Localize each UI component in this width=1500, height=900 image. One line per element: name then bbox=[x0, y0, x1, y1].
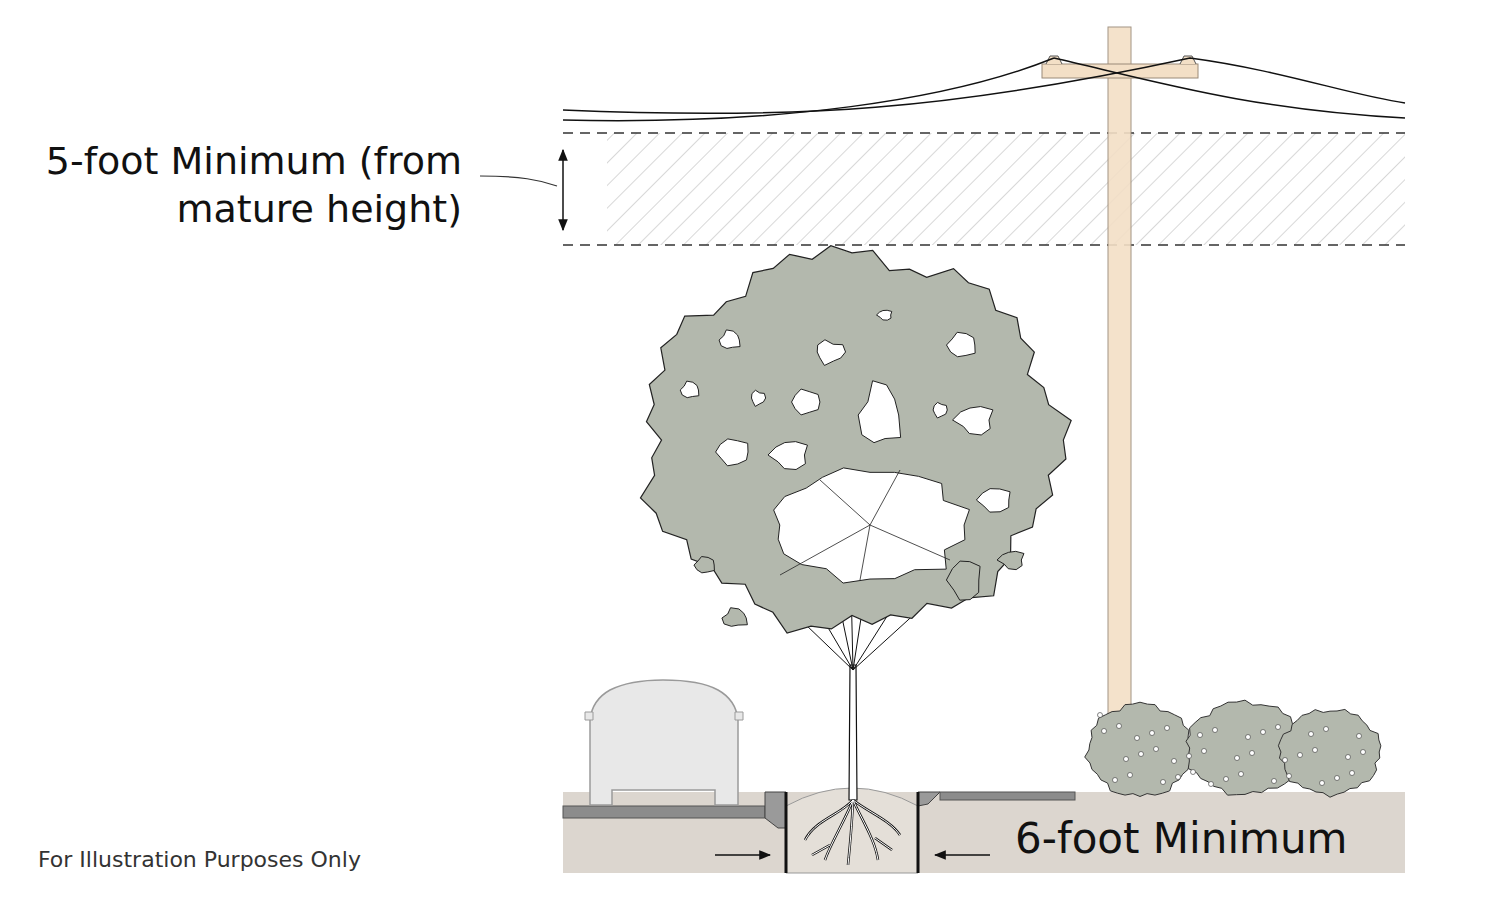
shrub-texture bbox=[1135, 736, 1140, 741]
crossarm bbox=[1042, 64, 1198, 78]
car bbox=[590, 680, 738, 805]
branch bbox=[870, 470, 900, 525]
canopy-hole bbox=[976, 489, 1010, 512]
shrub-texture bbox=[1287, 774, 1292, 779]
shrub-texture bbox=[1139, 752, 1144, 757]
car-mirror bbox=[585, 712, 743, 720]
shrub-texture bbox=[1176, 775, 1181, 780]
canopy-outline bbox=[640, 246, 1071, 633]
shrub bbox=[1278, 709, 1380, 797]
branch bbox=[870, 525, 950, 560]
shrub-texture bbox=[1113, 778, 1118, 783]
shrub-texture bbox=[1261, 730, 1266, 735]
leaf-cluster bbox=[997, 551, 1024, 569]
shrub-texture bbox=[1128, 773, 1133, 778]
soil-mound bbox=[786, 788, 918, 873]
shrub-texture bbox=[1209, 782, 1214, 787]
shrub-texture bbox=[1161, 780, 1166, 785]
shrub-texture bbox=[1191, 770, 1196, 775]
shrub-texture bbox=[1239, 772, 1244, 777]
leaf-cluster bbox=[694, 557, 714, 573]
planting-strip-edge bbox=[917, 792, 920, 873]
canopy-hole bbox=[680, 381, 699, 398]
canopy-hole bbox=[768, 442, 807, 470]
shrub bbox=[1085, 702, 1196, 796]
canopy-hole bbox=[877, 310, 892, 320]
canopy-hole bbox=[719, 330, 740, 349]
shrub-texture bbox=[1235, 756, 1240, 761]
shrub-texture bbox=[1335, 776, 1340, 781]
branch bbox=[780, 525, 870, 575]
shrub-texture bbox=[1102, 729, 1107, 734]
shrub-texture bbox=[1361, 750, 1366, 755]
leader-line bbox=[480, 176, 557, 186]
shrub-texture bbox=[1250, 751, 1255, 756]
shrub-texture bbox=[1224, 777, 1229, 782]
leaf-cluster bbox=[722, 608, 747, 627]
shrub-texture bbox=[1283, 758, 1288, 763]
shrub-texture bbox=[1357, 734, 1362, 739]
power-line bbox=[563, 58, 1054, 121]
shrub-texture bbox=[1150, 731, 1155, 736]
canopy-gap bbox=[774, 468, 970, 583]
planting-strip-edge bbox=[785, 792, 788, 873]
branch bbox=[820, 480, 870, 525]
dimension-arrow bbox=[935, 854, 990, 856]
canopy-hole bbox=[751, 390, 765, 406]
canopy-hole bbox=[716, 439, 748, 466]
canopy-hole bbox=[817, 340, 845, 366]
leaf-cluster bbox=[946, 561, 980, 600]
shrub-texture bbox=[1187, 754, 1192, 759]
power-line bbox=[1054, 58, 1405, 118]
canopy-hole bbox=[946, 332, 975, 356]
dimension-arrow bbox=[562, 150, 564, 230]
dimension-label: 5-foot Minimum (from mature height) bbox=[20, 138, 462, 233]
branch bbox=[860, 525, 870, 580]
shrub-texture bbox=[1117, 724, 1122, 729]
shrub-texture bbox=[1124, 757, 1129, 762]
curb bbox=[918, 792, 940, 806]
shrub-texture bbox=[1172, 759, 1177, 764]
shrub-texture bbox=[1320, 781, 1325, 786]
shrub-texture bbox=[1350, 771, 1355, 776]
tree-roots bbox=[805, 800, 900, 865]
shrub-texture bbox=[1198, 733, 1203, 738]
canopy-hole bbox=[858, 381, 900, 443]
canopy-hole bbox=[953, 407, 993, 435]
utility-pole bbox=[1108, 27, 1131, 717]
shrubs bbox=[1085, 700, 1381, 797]
shrub-texture bbox=[1324, 727, 1329, 732]
tree-roots bbox=[805, 800, 900, 865]
clearance-zone bbox=[607, 133, 1405, 245]
shrub-texture bbox=[1276, 725, 1281, 730]
dimension-label: 6-foot Minimum bbox=[1015, 813, 1435, 866]
note: For Illustration Purposes Only bbox=[38, 846, 458, 874]
sidewalk bbox=[940, 792, 1075, 800]
shrub-texture bbox=[1098, 713, 1103, 718]
shrub-texture bbox=[1298, 753, 1303, 758]
tree-canopy bbox=[640, 246, 1071, 633]
shrub-texture bbox=[1154, 747, 1159, 752]
shrub-texture bbox=[1272, 779, 1277, 784]
shrub-texture bbox=[1202, 749, 1207, 754]
shrub-texture bbox=[1213, 728, 1218, 733]
curb bbox=[765, 792, 786, 828]
shrub-texture bbox=[1346, 755, 1351, 760]
insulator bbox=[1046, 56, 1196, 64]
tree-trunk bbox=[849, 665, 857, 800]
shrub-texture bbox=[1165, 726, 1170, 731]
shrub-texture bbox=[1246, 735, 1251, 740]
road-surface bbox=[563, 806, 765, 818]
dimension-arrow bbox=[715, 854, 770, 856]
dashed-line bbox=[563, 132, 1405, 134]
canopy-hole bbox=[933, 402, 947, 418]
dashed-line bbox=[563, 244, 1405, 246]
shrub-texture bbox=[1309, 732, 1314, 737]
canopy-hole bbox=[792, 389, 820, 415]
shrub-texture bbox=[1313, 748, 1318, 753]
